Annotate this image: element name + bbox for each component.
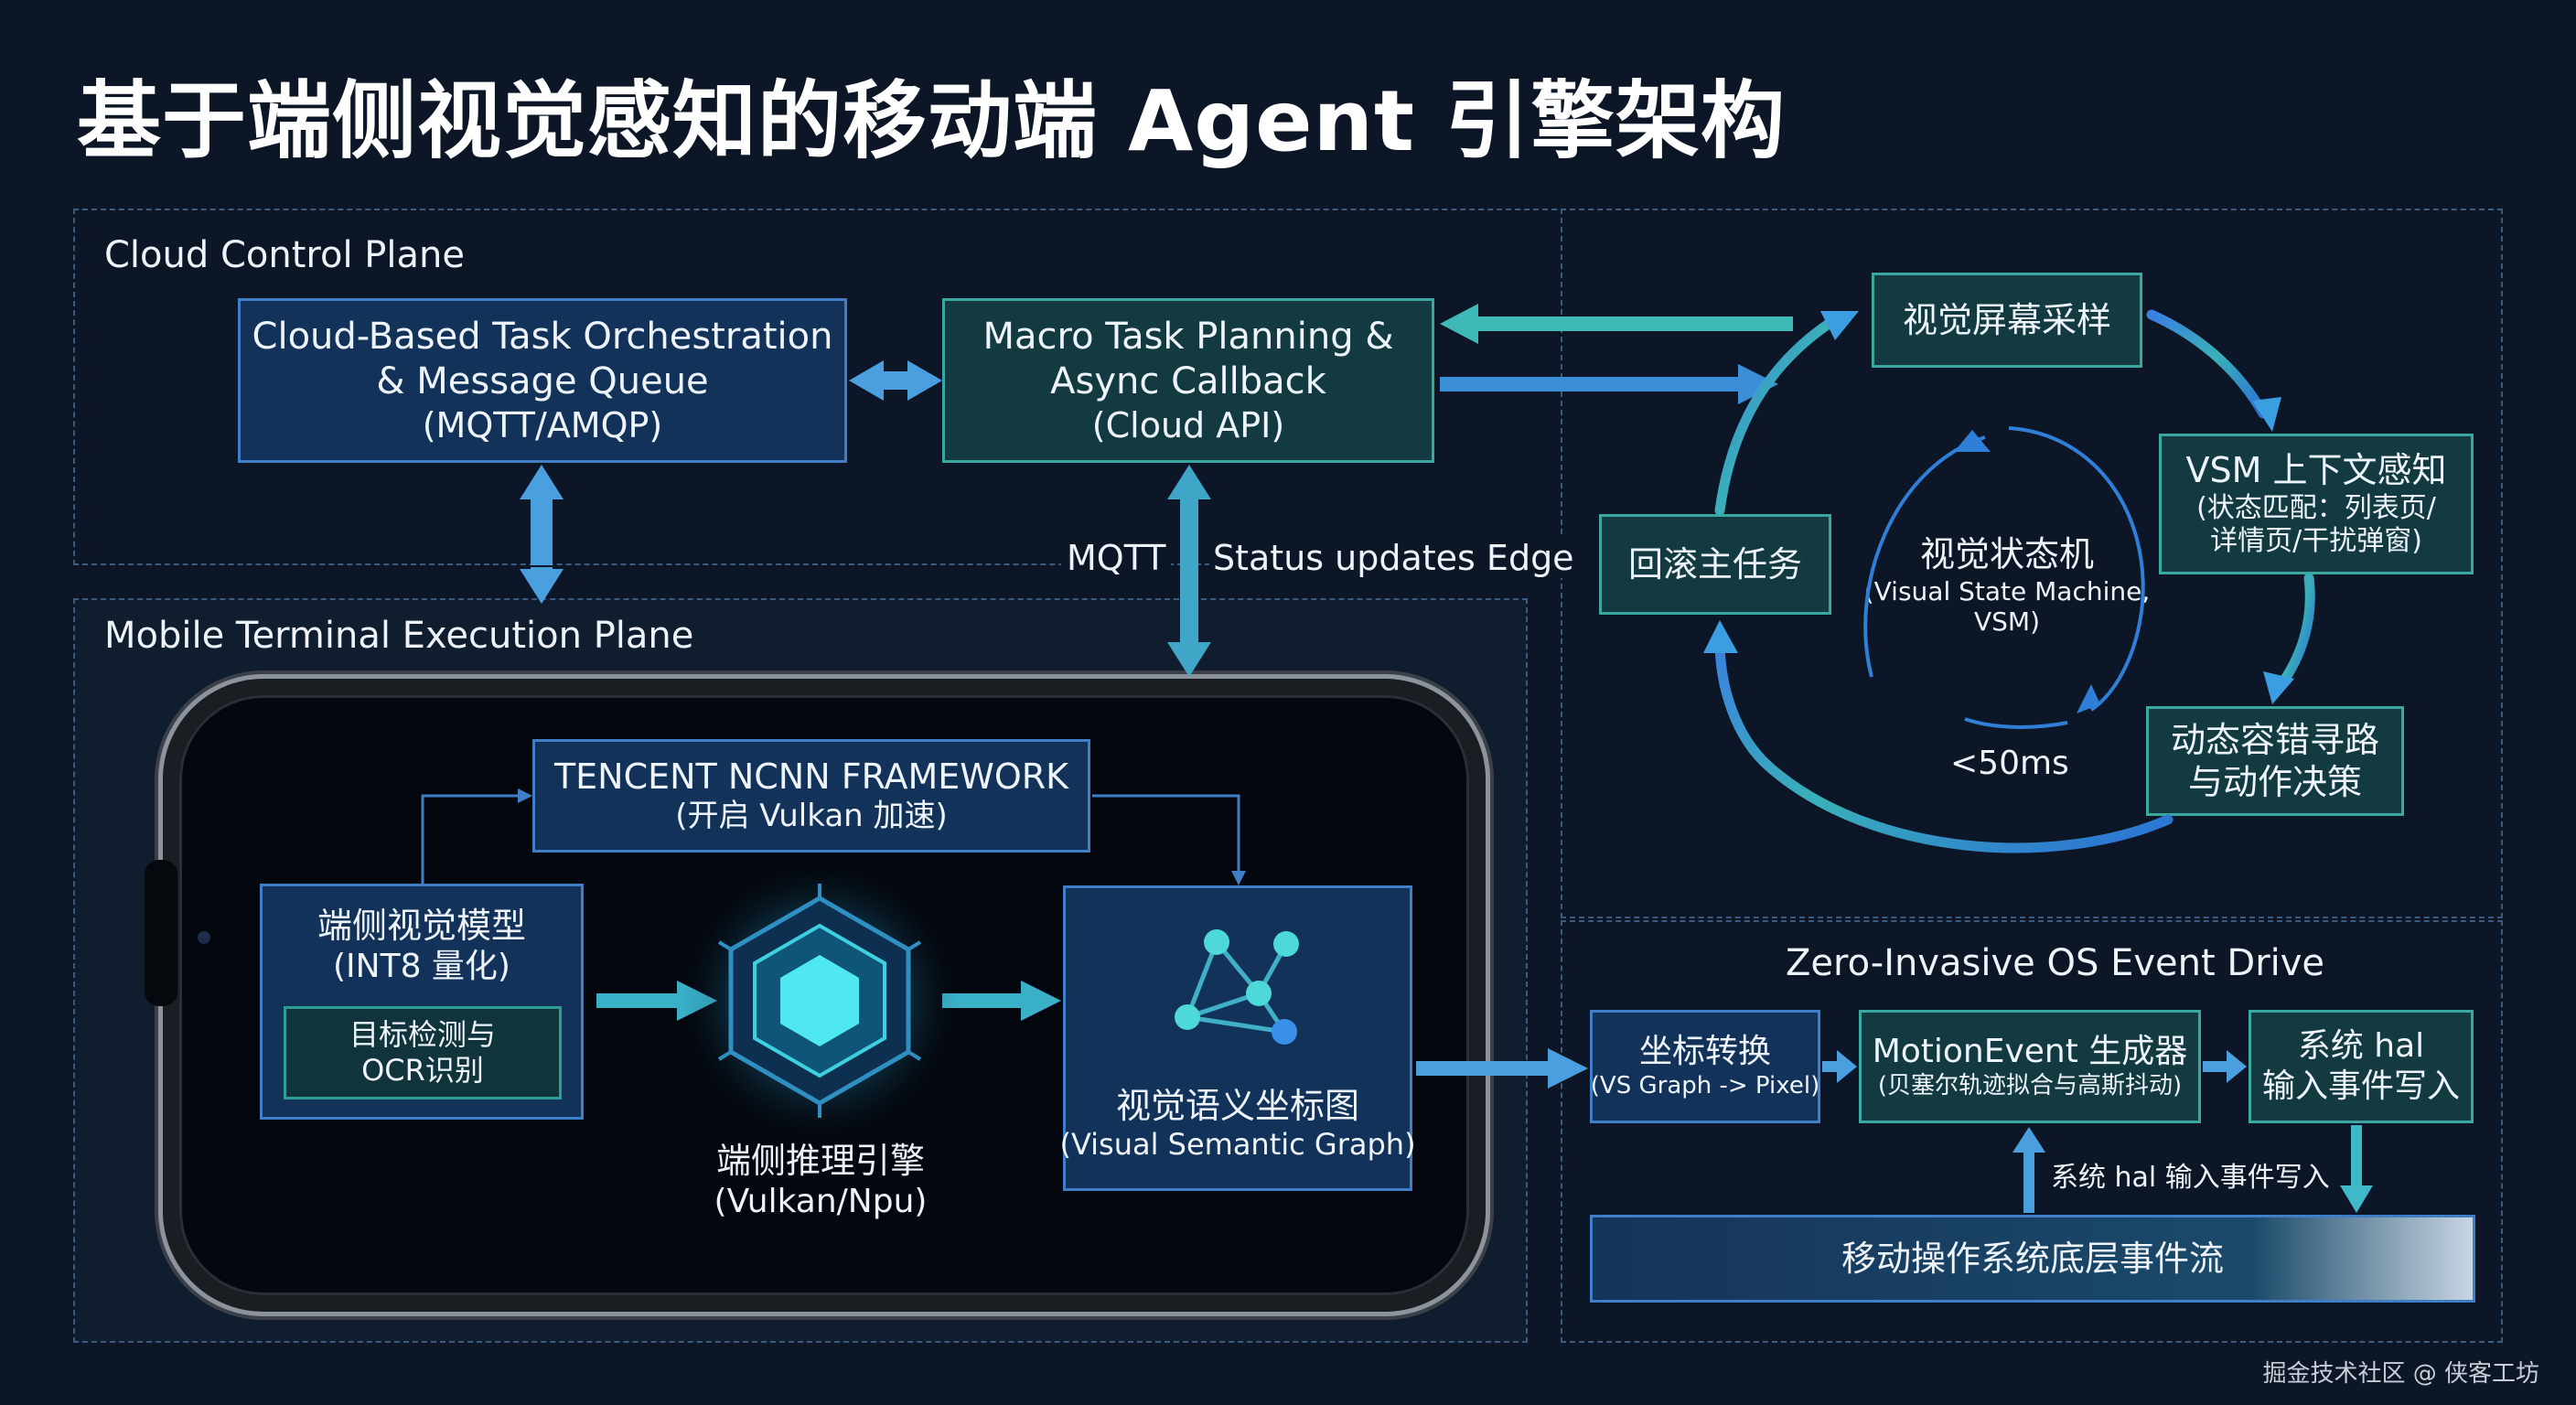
vsm-center-label: 视觉状态机 (Visual State Machine, VSM) xyxy=(1861,534,2153,638)
coordinate-transform-box: 坐标转换 (VS Graph -> Pixel) xyxy=(1590,1010,1820,1123)
screen-sampling-box: 视觉屏幕采样 xyxy=(1872,273,2142,368)
page-title: 基于端侧视觉感知的移动端 Agent 引擎架构 xyxy=(77,72,1786,170)
chip-to-graph-arrow xyxy=(942,981,1061,1021)
ncnn-framework-box: TENCENT NCNN FRAMEWORK (开启 Vulkan 加速) xyxy=(532,739,1090,853)
vsm-inner-arrowheads xyxy=(1954,430,2100,713)
cloud-mobile-vertical-arrow xyxy=(520,465,564,604)
engine-line2: (Vulkan/Npu) xyxy=(714,1183,928,1220)
graph-to-coord-arrow xyxy=(1416,1048,1588,1089)
visual-semantic-graph-box: 视觉语义坐标图 (Visual Semantic Graph) xyxy=(1059,885,1416,1191)
hal-input-box: 系统 hal 输入事件写入 xyxy=(2249,1010,2474,1123)
mqtt-vertical-arrow xyxy=(1167,465,1211,677)
os-event-region xyxy=(1561,920,2503,1343)
ncnn-out-arrowhead xyxy=(1231,871,1246,885)
macro-task-planning-box: Macro Task Planning & Async Callback (Cl… xyxy=(942,298,1434,463)
macro-line1: Macro Task Planning & xyxy=(982,316,1394,359)
status-updates-label: Status updates Edge xyxy=(1209,538,1578,578)
motion-line2: (贝塞尔轨迹拟合与高斯抖动) xyxy=(1877,1072,2183,1100)
mobile-plane-label: Mobile Terminal Execution Plane xyxy=(104,615,694,657)
vsm-center-line1: 视觉状态机 xyxy=(1919,534,2094,574)
hal-to-stream-arrow xyxy=(2340,1125,2373,1213)
coord-line1: 坐标转换 xyxy=(1638,1033,1771,1071)
phone-camera-dot xyxy=(198,931,210,944)
ncnn-connectors xyxy=(421,794,1240,884)
orchestration-line1: Cloud-Based Task Orchestration xyxy=(252,316,833,359)
hal-line1: 系统 hal xyxy=(2297,1027,2425,1066)
graph-network-icon xyxy=(1185,940,1289,1035)
vsm-inner-circle xyxy=(1863,426,2145,729)
coord-line2: (VS Graph -> Pixel) xyxy=(1590,1072,1820,1100)
macro-line2: Async Callback xyxy=(1050,359,1326,402)
decision-line2: 与动作决策 xyxy=(2187,762,2362,802)
macro-to-vsm-arrow xyxy=(1440,364,1778,404)
mqtt-label: MQTT xyxy=(1061,538,1172,578)
motion-event-generator-box: MotionEvent 生成器 (贝塞尔轨迹拟合与高斯抖动) xyxy=(1859,1010,2201,1123)
dynamic-pathfinding-box: 动态容错寻路 与动作决策 xyxy=(2146,706,2404,816)
vsm-outer-arrowheads xyxy=(1703,311,2294,704)
ocr-line1: 目标检测与 xyxy=(349,1016,496,1052)
inference-engine-label: 端侧推理引擎 (Vulkan/Npu) xyxy=(697,1132,944,1220)
hal-line2: 输入事件写入 xyxy=(2261,1067,2460,1105)
graph-network-nodes xyxy=(1175,929,1299,1045)
cloud-control-plane-region xyxy=(73,209,1566,565)
rollback-text: 回滚主任务 xyxy=(1627,543,1802,585)
vsm-to-macro-arrow xyxy=(1440,304,1793,344)
coord-to-motion-arrow xyxy=(1822,1050,1857,1083)
os-event-label: Zero-Invasive OS Event Drive xyxy=(1786,942,2325,984)
graph-line2: (Visual Semantic Graph) xyxy=(1059,1126,1416,1162)
motion-to-hal-arrow xyxy=(2203,1050,2247,1083)
orchestration-macro-arrow xyxy=(849,360,942,401)
inference-chip-icon xyxy=(682,863,957,1138)
hal-write-label: 系统 hal 输入事件写入 xyxy=(2051,1162,2330,1194)
stream-to-motion-arrow xyxy=(2012,1127,2045,1213)
vsm-outer-loop xyxy=(1714,309,2315,853)
motion-line1: MotionEvent 生成器 xyxy=(1872,1033,2188,1071)
stream-text: 移动操作系统底层事件流 xyxy=(1841,1238,2224,1279)
phone-side-button xyxy=(145,860,177,1006)
graph-line1: 视觉语义坐标图 xyxy=(1115,1085,1359,1126)
vsm-context-box: VSM 上下文感知 (状态匹配：列表页/ 详情页/干扰弹窗) xyxy=(2159,434,2474,574)
context-line3: 详情页/干扰弹窗) xyxy=(2210,525,2422,558)
detection-ocr-box: 目标检测与 OCR识别 xyxy=(284,1006,562,1099)
ncnn-line1: TENCENT NCNN FRAMEWORK xyxy=(553,756,1069,798)
context-line2: (状态匹配：列表页/ xyxy=(2196,491,2436,524)
model-line1: 端侧视觉模型 xyxy=(317,906,526,946)
decision-line1: 动态容错寻路 xyxy=(2170,719,2379,760)
task-orchestration-box: Cloud-Based Task Orchestration & Message… xyxy=(238,298,847,463)
watermark: 掘金技术社区 @ 侠客工坊 xyxy=(2262,1360,2539,1388)
vsm-center-line2: (Visual State Machine, xyxy=(1863,575,2151,606)
latency-label: <50ms xyxy=(1950,745,2069,782)
ncnn-in-arrowhead xyxy=(518,788,532,803)
context-line1: VSM 上下文感知 xyxy=(2185,450,2447,491)
engine-line1: 端侧推理引擎 xyxy=(715,1141,925,1181)
cloud-plane-label: Cloud Control Plane xyxy=(104,234,465,276)
orchestration-line3: (MQTT/AMQP) xyxy=(422,404,663,445)
os-event-stream-box: 移动操作系统底层事件流 xyxy=(1590,1215,2475,1303)
ocr-line2: OCR识别 xyxy=(361,1053,484,1088)
macro-line3: (Cloud API) xyxy=(1091,404,1285,445)
model-line2: (INT8 量化) xyxy=(333,948,510,986)
orchestration-line2: & Message Queue xyxy=(376,359,709,402)
sampling-text: 视觉屏幕采样 xyxy=(1902,299,2111,340)
vsm-center-line3: VSM) xyxy=(1973,606,2040,638)
rollback-task-box: 回滚主任务 xyxy=(1599,514,1831,615)
ncnn-line2: (开启 Vulkan 加速) xyxy=(675,798,948,835)
